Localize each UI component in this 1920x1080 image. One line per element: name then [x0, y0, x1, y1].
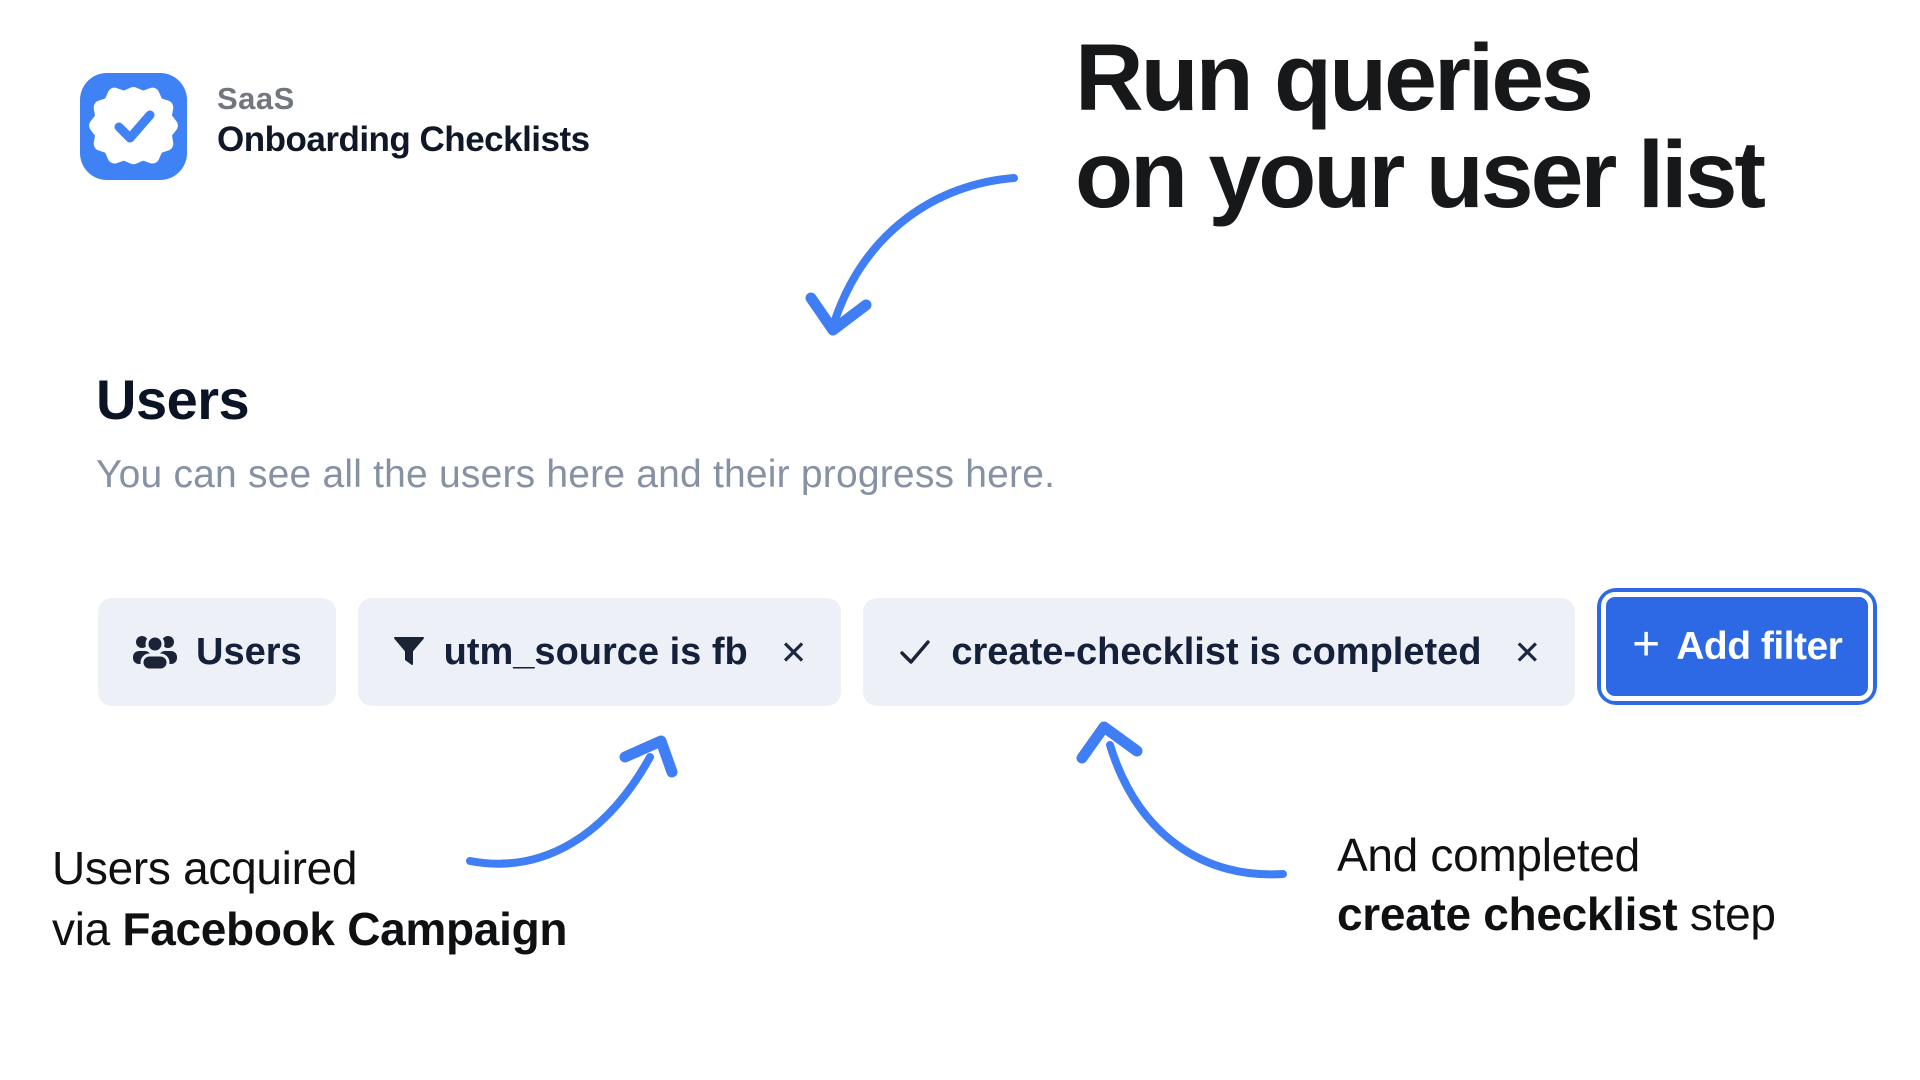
- annotation-facebook-line1: Users acquired: [52, 842, 358, 894]
- filter-chip-label: create-checklist is completed: [951, 631, 1482, 673]
- annotation-checklist-bold: create checklist: [1337, 888, 1678, 940]
- annotation-facebook-line2: via Facebook Campaign: [52, 899, 567, 960]
- brand: SaaS Onboarding Checklists: [80, 73, 590, 180]
- annotation-checklist-suffix: step: [1677, 888, 1776, 940]
- users-scope-chip[interactable]: Users: [98, 598, 336, 706]
- scope-chip-label: Users: [196, 631, 302, 673]
- remove-filter-utm-button[interactable]: ✕: [779, 633, 808, 671]
- filter-chip-create-checklist[interactable]: create-checklist is completed ✕: [863, 598, 1576, 706]
- annotation-facebook-prefix: via: [52, 903, 123, 955]
- annotation-checklist: And completed create checklist step: [1337, 826, 1776, 944]
- plus-icon: +: [1632, 617, 1661, 671]
- add-filter-label: Add filter: [1676, 625, 1843, 668]
- arrow-checklist-note-icon: [1076, 721, 1287, 879]
- page-title: Users: [96, 368, 250, 431]
- add-filter-button[interactable]: + Add filter: [1597, 588, 1878, 705]
- annotation-facebook: Users acquired via Facebook Campaign: [52, 838, 567, 960]
- annotation-facebook-bold: Facebook Campaign: [122, 903, 568, 955]
- brand-product: SaaS: [217, 81, 295, 116]
- headline-line1: Run queries: [1075, 25, 1594, 131]
- annotation-checklist-line2: create checklist step: [1337, 885, 1776, 944]
- headline-line2: on your user list: [1075, 122, 1766, 228]
- filter-chip-utm-source[interactable]: utm_source is fb ✕: [357, 598, 842, 706]
- annotation-checklist-line1: And completed: [1337, 829, 1640, 881]
- verified-badge-logo-icon: [80, 73, 187, 180]
- page-subtitle: You can see all the users here and their…: [96, 453, 1056, 496]
- filter-chip-label: utm_source is fb: [443, 631, 748, 673]
- arrow-headline-to-users-icon: [805, 174, 1018, 336]
- headline: Run queries on your user list: [1075, 25, 1766, 228]
- funnel-icon: [393, 637, 424, 665]
- remove-filter-checklist-button[interactable]: ✕: [1513, 633, 1542, 671]
- add-filter-inner: + Add filter: [1601, 592, 1874, 701]
- brand-text: SaaS Onboarding Checklists: [217, 73, 590, 157]
- brand-name: Onboarding Checklists: [217, 120, 590, 159]
- check-icon: [900, 640, 931, 664]
- users-icon: [133, 634, 177, 672]
- filter-bar: Users utm_source is fb ✕ create-checklis…: [98, 588, 1878, 706]
